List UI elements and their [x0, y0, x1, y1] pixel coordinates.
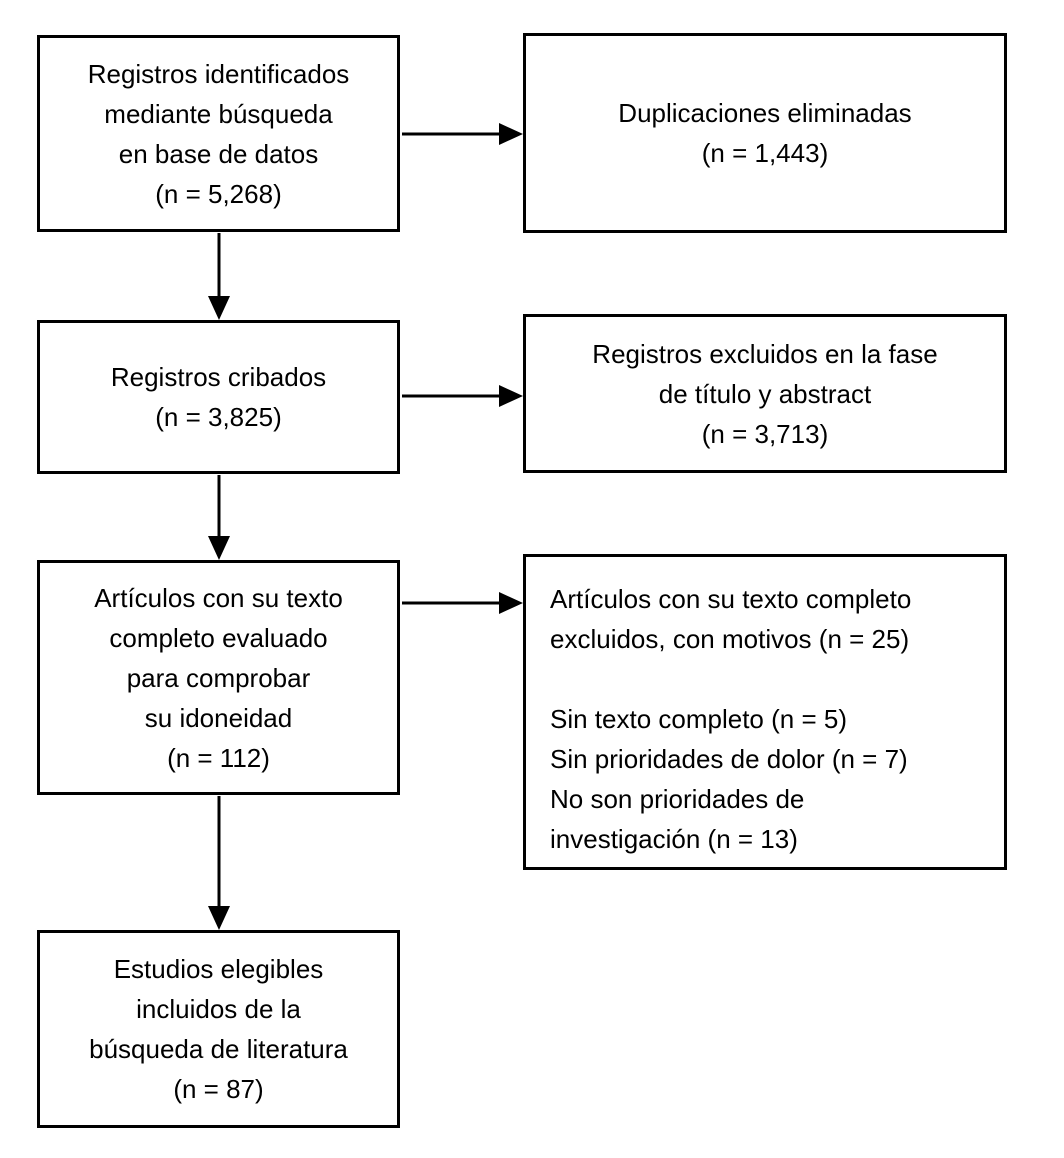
box-text-line: Sin prioridades de dolor (n = 7)	[550, 744, 908, 774]
box-text-line: Artículos con su texto	[94, 582, 343, 613]
box-text-line: investigación (n = 13)	[550, 824, 798, 854]
box-studies-included: Estudios elegibles incluidos de la búsqued…	[37, 930, 400, 1128]
box-fulltext-assessed: Artículos con su texto completo evaluado p…	[37, 560, 400, 795]
box-text-line: Duplicaciones eliminadas	[618, 98, 912, 128]
box-text-line: (n = 3,825)	[155, 402, 282, 432]
box-text-line: Artículos con su texto completo	[550, 584, 912, 614]
box-text-line: Sin texto completo (n = 5)	[550, 704, 847, 734]
box-text-line: No son prioridades de	[550, 784, 805, 814]
box-text-line: incluidos de la	[136, 994, 301, 1024]
box-text-line	[550, 659, 994, 699]
box-text-line: Estudios elegibles	[113, 954, 324, 984]
box-fulltext-excluded: Artículos con su texto completo excluidos…	[523, 554, 1007, 870]
box-text-line: en base de datos	[118, 138, 319, 169]
box-text-line: excluidos, con motivos (n = 25)	[550, 624, 910, 654]
box-text-line: para comprobar	[126, 662, 311, 693]
box-text-line: Registros cribados	[110, 362, 327, 392]
box-text-line: (n = 1,443)	[701, 138, 829, 168]
box-duplicates-removed: Duplicaciones eliminadas (n = 1,443)	[523, 33, 1007, 233]
box-records-screened: Registros cribados (n = 3,825)	[37, 320, 400, 474]
box-text-line: mediante búsqueda	[104, 98, 333, 129]
box-text-line: Registros excluidos en la fase	[592, 338, 938, 369]
box-text-line: (n = 112)	[167, 742, 270, 773]
box-text-line: búsqueda de literatura	[89, 1034, 348, 1064]
box-text-line: su idoneidad	[144, 702, 293, 733]
box-text-line: Registros identificados	[87, 58, 350, 89]
box-text-line: (n = 3,713)	[701, 418, 829, 449]
box-records-identified: Registros identificados mediante búsqueda…	[37, 35, 400, 232]
box-text-line: (n = 87)	[173, 1074, 264, 1104]
box-records-excluded-title-abstract: Registros excluidos en la fase de título …	[523, 314, 1007, 473]
box-text-line: de título y abstract	[658, 378, 872, 409]
box-text-line: (n = 5,268)	[155, 178, 282, 209]
box-text-line: completo evaluado	[109, 622, 328, 653]
